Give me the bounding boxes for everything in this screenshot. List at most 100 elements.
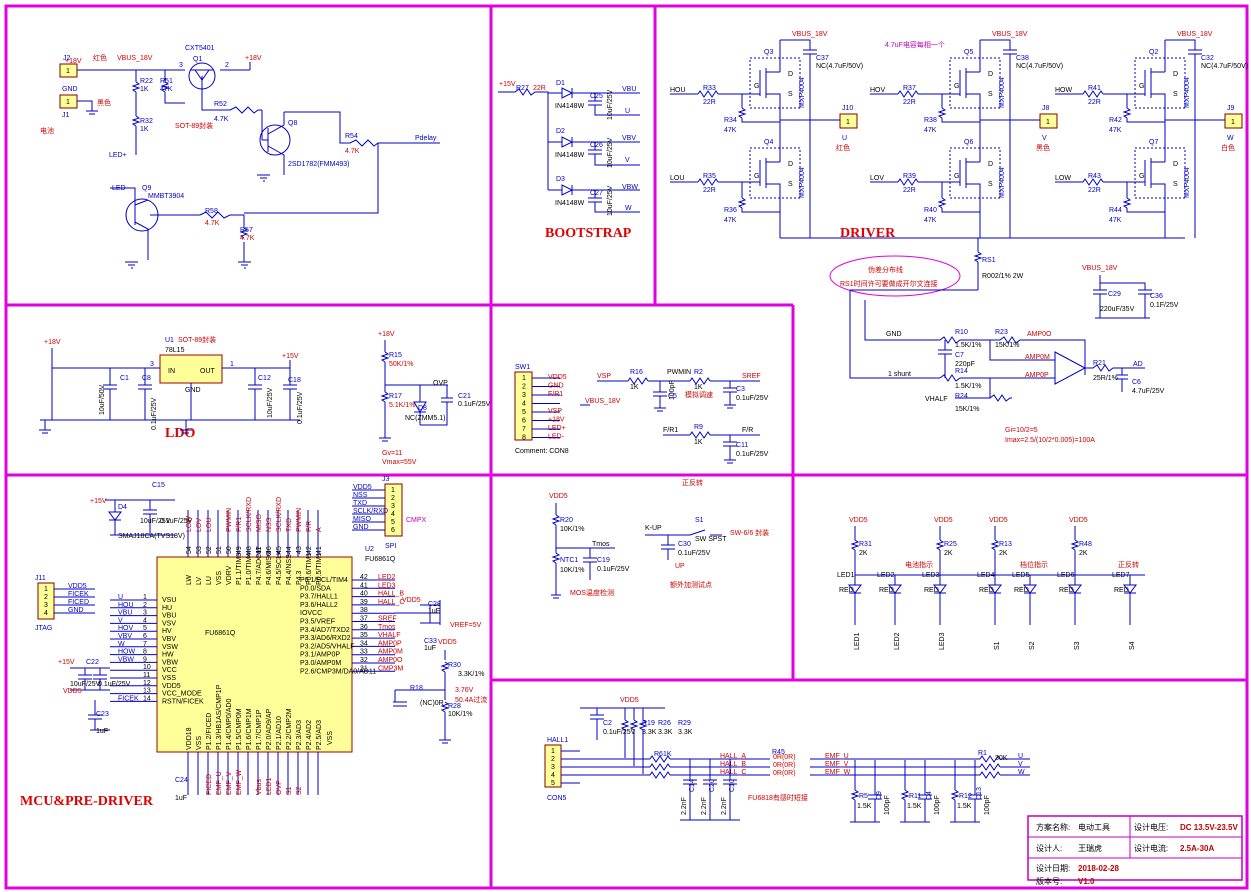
connector-sw1 <box>514 371 533 441</box>
svg-text:P1.1/TIM3: P1.1/TIM3 <box>236 553 243 585</box>
svg-text:RED: RED <box>1014 587 1029 594</box>
svg-text:GND: GND <box>353 524 369 531</box>
svg-text:AMP0P: AMP0P <box>378 640 402 647</box>
svg-text:PWMIN: PWMIN <box>296 508 303 532</box>
svg-text:S1: S1 <box>994 641 1001 650</box>
svg-text:0.1uF/25V: 0.1uF/25V <box>678 550 711 557</box>
power-input-block: 1 1 +18V J2 GND J1 红色 黑色 电池 VBUS_18V R22… <box>40 45 440 269</box>
svg-text:4.7uF/25V: 4.7uF/25V <box>1132 388 1165 395</box>
svg-text:HALL_B: HALL_B <box>378 591 404 598</box>
svg-text:P4.7/ADC11: P4.7/ADC11 <box>256 547 263 585</box>
svg-text:AMP0M: AMP0M <box>378 649 403 656</box>
svg-text:VBW: VBW <box>622 184 638 191</box>
svg-text:档位指示: 档位指示 <box>1020 560 1048 569</box>
svg-text:22R: 22R <box>533 85 546 92</box>
svg-text:LOU: LOU <box>206 518 213 532</box>
svg-text:SOT-89封装: SOT-89封装 <box>178 335 216 344</box>
svg-text:P1.0/TIM4: P1.0/TIM4 <box>246 553 253 585</box>
svg-text:9: 9 <box>143 656 147 663</box>
svg-text:FICEK: FICEK <box>68 591 89 598</box>
svg-text:R21: R21 <box>1093 360 1106 367</box>
svg-text:LED1: LED1 <box>854 632 861 650</box>
svg-text:2.2nF: 2.2nF <box>681 797 688 815</box>
svg-text:白色: 白色 <box>1221 143 1235 152</box>
svg-text:VDD5: VDD5 <box>438 639 457 646</box>
svg-text:D: D <box>988 71 993 78</box>
svg-text:33: 33 <box>360 649 368 656</box>
svg-text:C38: C38 <box>1016 55 1029 62</box>
svg-text:7: 7 <box>522 426 526 433</box>
svg-text:VDD5: VDD5 <box>934 517 953 524</box>
svg-text:NSS: NSS <box>353 492 368 499</box>
svg-text:45: 45 <box>276 546 283 554</box>
tb-key-date: 设计日期: <box>1036 863 1070 873</box>
svg-text:W: W <box>1227 135 1234 142</box>
svg-text:10uF/25V: 10uF/25V <box>607 185 614 216</box>
svg-text:1: 1 <box>551 748 555 755</box>
svg-text:41: 41 <box>316 546 323 554</box>
svg-text:R002/1% 2W: R002/1% 2W <box>982 273 1024 280</box>
svg-text:P1.7/CMP1P: P1.7/CMP1P <box>256 709 263 750</box>
svg-text:V: V <box>118 617 123 624</box>
svg-text:LED+: LED+ <box>109 152 127 159</box>
svg-text:15K/1%: 15K/1% <box>955 406 980 413</box>
svg-text:R20: R20 <box>560 517 573 524</box>
svg-text:D1: D1 <box>556 80 565 87</box>
svg-text:S: S <box>988 181 993 188</box>
svg-text:R5: R5 <box>859 793 868 800</box>
svg-text:4: 4 <box>44 610 48 617</box>
svg-text:1uF: 1uF <box>428 608 440 615</box>
svg-text:LED1: LED1 <box>266 777 273 795</box>
svg-text:J9: J9 <box>1227 105 1235 112</box>
svg-text:P0.5/TIM1: P0.5/TIM1 <box>316 553 323 585</box>
svg-text:RED: RED <box>979 587 994 594</box>
svg-text:1.5K: 1.5K <box>957 803 972 810</box>
svg-text:Tmos: Tmos <box>378 624 396 631</box>
svg-text:VBV: VBV <box>162 636 176 643</box>
svg-text:LED3: LED3 <box>939 632 946 650</box>
svg-text:VHALF: VHALF <box>378 632 401 639</box>
tb-val-current: 2.5A-30A <box>1180 844 1214 853</box>
svg-text:NC(4.7uF/50V): NC(4.7uF/50V) <box>816 63 863 70</box>
svg-text:4: 4 <box>551 772 555 779</box>
svg-text:LV: LV <box>196 577 203 585</box>
svg-text:P4.6/MISO: P4.6/MISO <box>266 550 273 585</box>
svg-text:C23: C23 <box>96 711 109 718</box>
svg-text:1: 1 <box>846 119 850 126</box>
svg-text:22R: 22R <box>703 187 716 194</box>
svg-text:Q7: Q7 <box>1149 139 1158 146</box>
svg-text:53: 53 <box>196 546 203 554</box>
svg-text:RS1时间许可要做成开尔文连接: RS1时间许可要做成开尔文连接 <box>840 279 938 288</box>
svg-text:AMP0O: AMP0O <box>378 657 403 664</box>
svg-text:LOU: LOU <box>670 175 684 182</box>
svg-text:3: 3 <box>551 764 555 771</box>
svg-text:电池指示: 电池指示 <box>905 560 933 569</box>
svg-text:FICED: FICED <box>206 774 213 795</box>
svg-text:LOV: LOV <box>870 175 884 182</box>
svg-text:R17: R17 <box>389 393 402 400</box>
svg-text:46: 46 <box>266 546 273 554</box>
svg-text:VBUS_18V: VBUS_18V <box>992 31 1028 38</box>
svg-text:P3.6/HALL2: P3.6/HALL2 <box>300 602 338 609</box>
svg-text:W: W <box>1018 769 1025 776</box>
svg-text:47K: 47K <box>1109 217 1122 224</box>
svg-text:47: 47 <box>256 546 263 554</box>
svg-text:R1: R1 <box>978 750 987 757</box>
svg-text:C22: C22 <box>86 659 99 666</box>
svg-text:1.5K/1%: 1.5K/1% <box>955 383 981 390</box>
svg-text:36: 36 <box>360 624 368 631</box>
tb-key-version: 版本号: <box>1036 876 1062 886</box>
svg-text:OVP: OVP <box>433 380 448 387</box>
svg-text:0.1uF/25V: 0.1uF/25V <box>297 391 304 424</box>
svg-text:+18V: +18V <box>65 58 82 65</box>
svg-text:W: W <box>625 205 632 212</box>
svg-text:22R: 22R <box>703 99 716 106</box>
svg-text:NSS: NSS <box>266 517 273 532</box>
svg-text:C2: C2 <box>603 720 612 727</box>
svg-text:3: 3 <box>391 503 395 510</box>
svg-text:R29: R29 <box>678 720 691 727</box>
svg-text:35: 35 <box>360 632 368 639</box>
svg-text:R14: R14 <box>955 368 968 375</box>
svg-text:P3.0/AMP0M: P3.0/AMP0M <box>300 660 341 667</box>
